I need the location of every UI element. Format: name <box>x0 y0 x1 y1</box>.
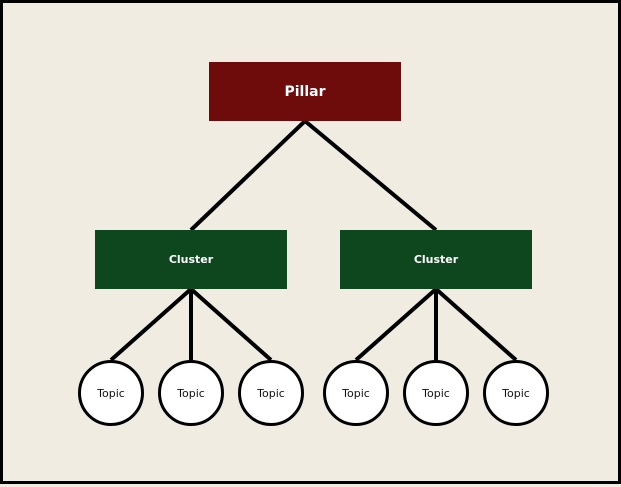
topic-node: Topic <box>483 360 549 426</box>
topic-label: Topic <box>502 386 530 400</box>
cluster-label: Cluster <box>413 253 459 266</box>
topic-node: Topic <box>238 360 304 426</box>
topic-label: Topic <box>422 386 450 400</box>
cluster-label: Cluster <box>168 253 214 266</box>
cluster-node-right: Cluster <box>340 230 532 289</box>
topic-node: Topic <box>323 360 389 426</box>
topic-node: Topic <box>78 360 144 426</box>
connector-cluster-right-topic-4 <box>354 287 438 362</box>
topic-label: Topic <box>257 386 285 400</box>
topic-label: Topic <box>97 386 125 400</box>
connector-cluster-left-topic-3 <box>189 287 273 362</box>
connector-lines <box>109 119 518 362</box>
connector-pillar-cluster-left <box>189 119 307 232</box>
cluster-node-left: Cluster <box>95 230 287 289</box>
connector-cluster-right-topic-6 <box>434 287 518 362</box>
topic-node: Topic <box>158 360 224 426</box>
pillar-label: Pillar <box>284 83 326 100</box>
topic-label: Topic <box>177 386 205 400</box>
topic-label: Topic <box>342 386 370 400</box>
pillar-node: Pillar <box>209 62 401 121</box>
connector-cluster-left-topic-1 <box>109 287 193 362</box>
topic-node: Topic <box>403 360 469 426</box>
connector-pillar-cluster-right <box>303 119 438 232</box>
